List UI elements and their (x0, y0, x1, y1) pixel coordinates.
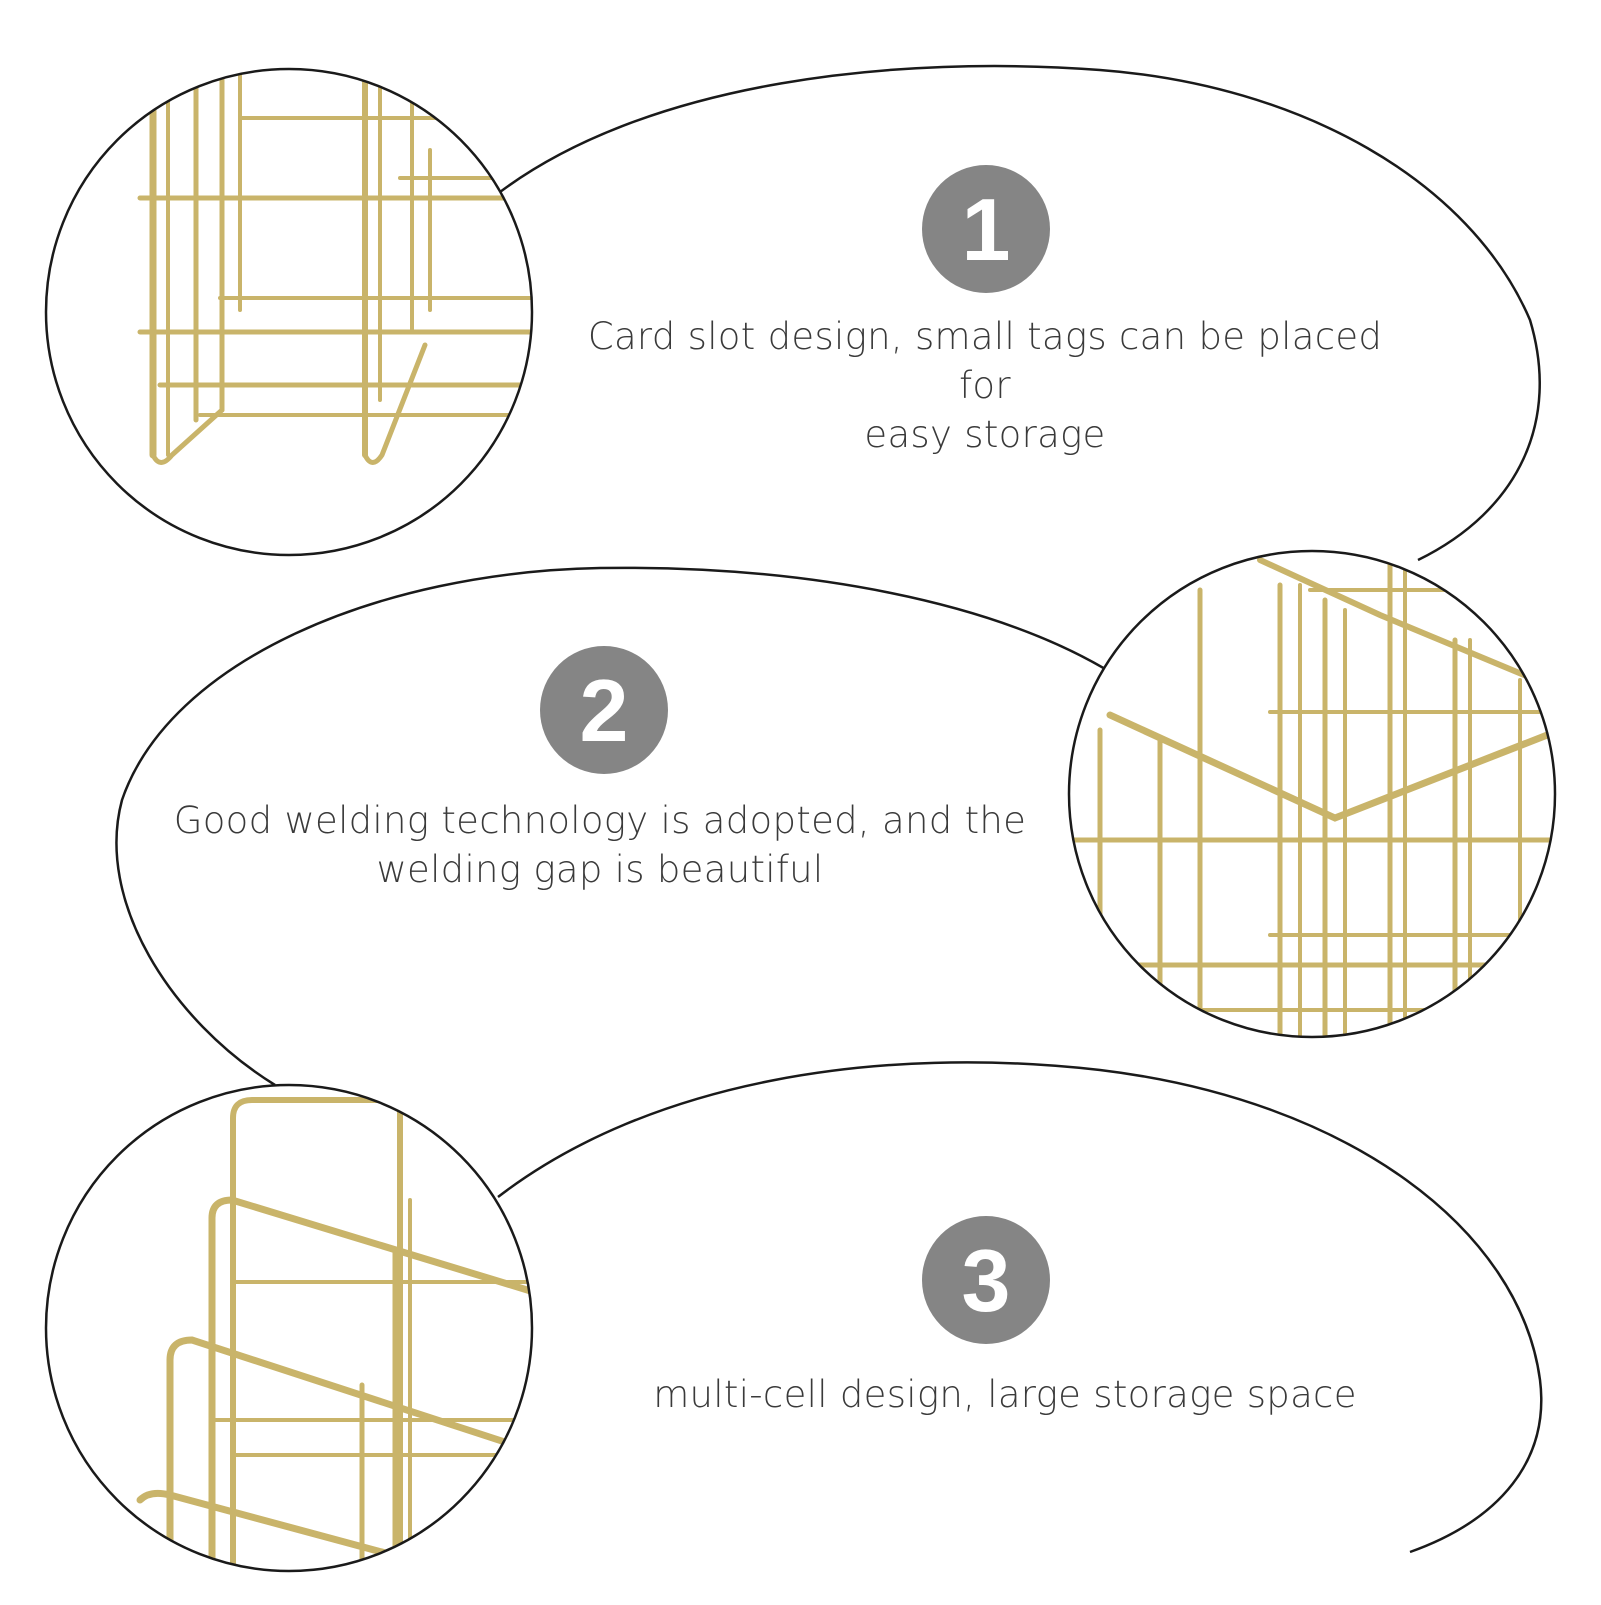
detail-photo-card-slot (44, 67, 534, 557)
number-badge-1: 1 (922, 165, 1050, 293)
badge-number-3: 3 (962, 1231, 1011, 1330)
detail-photo-welding (1067, 549, 1557, 1039)
number-badge-2: 2 (540, 646, 668, 774)
bubble-outline-1 (499, 64, 1541, 562)
badge-number-1: 1 (962, 180, 1011, 279)
bubble-outline-3 (497, 1061, 1543, 1554)
feature-description-3: multi-cell design, large storage space (653, 1373, 1357, 1416)
number-badge-3: 3 (922, 1216, 1050, 1344)
badge-number-2: 2 (580, 661, 629, 760)
bubble-outline-2 (115, 566, 1124, 1087)
feature-description-2: Good welding technology is adopted, and … (173, 799, 1027, 891)
detail-photo-multi-cell (44, 1083, 534, 1573)
feature-description-1: Card slot design, small tags can be plac… (587, 315, 1383, 456)
